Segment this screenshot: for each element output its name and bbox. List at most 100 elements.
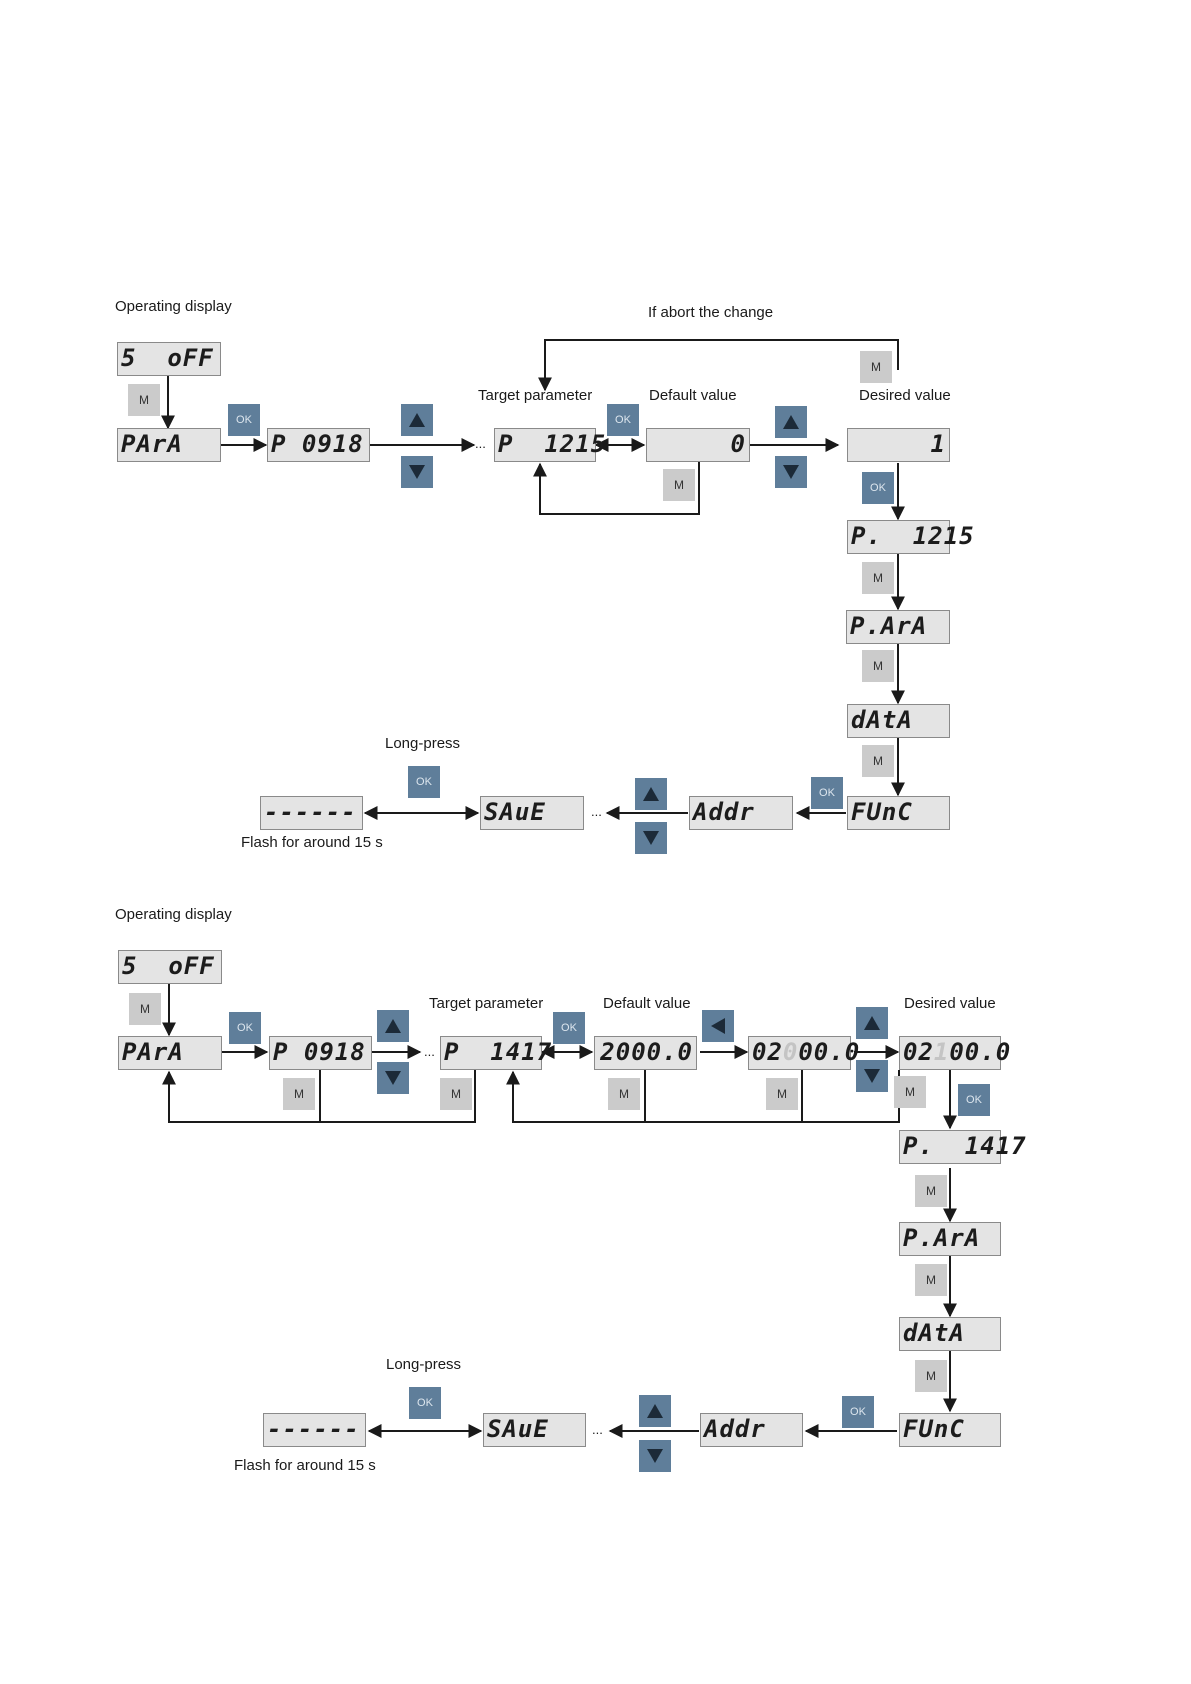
down-arrow-icon (385, 1071, 401, 1085)
display-p-dot-1215: P. 1215 (847, 520, 974, 554)
display-shifted-value: 02000.0 (748, 1036, 859, 1070)
display-digits-right: 00.0 (798, 1038, 861, 1066)
ok-key[interactable]: OK (958, 1084, 990, 1116)
m-key[interactable]: M (915, 1360, 947, 1392)
display-p0918: P 0918 (269, 1036, 372, 1070)
arrow2-return-target (506, 1070, 900, 1123)
ok-key[interactable]: OK (228, 404, 260, 436)
m-key-abort[interactable]: M (860, 351, 892, 383)
display-para: PArA (118, 1036, 222, 1070)
display-digits-left: 02 (903, 1038, 934, 1066)
m-key[interactable]: M (440, 1078, 472, 1110)
display-s-off: 5 oFF (117, 342, 221, 376)
display-func: FUnC (847, 796, 950, 830)
up-arrow-key[interactable] (639, 1395, 671, 1427)
up-arrow-key[interactable] (775, 406, 807, 438)
up-arrow-icon (647, 1404, 663, 1418)
down-arrow-key[interactable] (635, 822, 667, 854)
display-default-value: 0 (646, 428, 750, 462)
target-parameter-label: Target parameter (429, 995, 544, 1012)
abort-change-label: If abort the change (648, 304, 774, 321)
m-key[interactable]: M (862, 745, 894, 777)
left-arrow-key[interactable] (702, 1010, 734, 1042)
display-desired-value: 1 (847, 428, 950, 462)
display-s-off: 5 oFF (118, 950, 222, 984)
long-press-label: Long-press (386, 1356, 462, 1373)
ellipsis: ... (475, 436, 486, 451)
display-para: PArA (117, 428, 221, 462)
display-desired-value: 02100.0 (899, 1036, 1010, 1070)
m-key[interactable]: M (915, 1175, 947, 1207)
ok-key-long-press[interactable]: OK (409, 1387, 441, 1419)
m-key[interactable]: M (129, 993, 161, 1025)
up-arrow-icon (643, 787, 659, 801)
display-p-dot-ara: P.ArA (899, 1222, 1001, 1256)
display-addr: Addr (689, 796, 793, 830)
display-default-value: 2000.0 (594, 1036, 697, 1070)
m-key[interactable]: M (128, 384, 160, 416)
m-key[interactable]: M (283, 1078, 315, 1110)
down-arrow-icon (409, 465, 425, 479)
down-arrow-icon (647, 1449, 663, 1463)
display-save: SAuE (480, 796, 584, 830)
display-data: dAtA (847, 704, 950, 738)
ok-key[interactable]: OK (607, 404, 639, 436)
m-key[interactable]: M (766, 1078, 798, 1110)
operating-display-label: Operating display (115, 298, 232, 315)
ok-key[interactable]: OK (862, 472, 894, 504)
m-key[interactable]: M (915, 1264, 947, 1296)
desired-value-label: Desired value (859, 387, 951, 404)
m-key[interactable]: M (894, 1076, 926, 1108)
display-digits-right: 00.0 (949, 1038, 1012, 1066)
long-press-label: Long-press (385, 735, 461, 752)
up-arrow-key[interactable] (635, 778, 667, 810)
ok-key[interactable]: OK (229, 1012, 261, 1044)
down-arrow-key[interactable] (639, 1440, 671, 1472)
display-p0918: P 0918 (267, 428, 370, 462)
display-digit-cursor: 1 (933, 1038, 950, 1066)
desired-value-label: Desired value (904, 995, 996, 1012)
down-arrow-icon (783, 465, 799, 479)
display-p-dot-1417: P. 1417 (899, 1130, 1026, 1164)
flash-label: Flash for around 15 s (241, 834, 383, 851)
up-arrow-key[interactable] (377, 1010, 409, 1042)
down-arrow-icon (643, 831, 659, 845)
ellipsis: ... (592, 1422, 603, 1437)
display-digit-cursor: 0 (782, 1038, 799, 1066)
default-value-label: Default value (649, 387, 737, 404)
display-dashes: ------ (260, 796, 363, 830)
display-target-p1417: P 1417 (440, 1036, 551, 1070)
up-arrow-key[interactable] (856, 1007, 888, 1039)
display-target-p1215: P 1215 (494, 428, 605, 462)
target-parameter-label: Target parameter (478, 387, 593, 404)
display-data: dAtA (899, 1317, 1001, 1351)
down-arrow-key[interactable] (401, 456, 433, 488)
up-arrow-icon (864, 1016, 880, 1030)
ellipsis: ... (591, 804, 602, 819)
operating-display-label: Operating display (115, 906, 232, 923)
down-arrow-key[interactable] (377, 1062, 409, 1094)
m-key[interactable]: M (663, 469, 695, 501)
display-func: FUnC (899, 1413, 1001, 1447)
up-arrow-icon (385, 1019, 401, 1033)
m-key[interactable]: M (608, 1078, 640, 1110)
ok-key[interactable]: OK (553, 1012, 585, 1044)
ellipsis: ... (424, 1044, 435, 1059)
arrow2-return-para (162, 1070, 476, 1123)
display-dashes: ------ (263, 1413, 366, 1447)
down-arrow-key[interactable] (775, 456, 807, 488)
m-key[interactable]: M (862, 650, 894, 682)
arrow-abort (538, 339, 899, 392)
flash-label: Flash for around 15 s (234, 1457, 376, 1474)
down-arrow-icon (864, 1069, 880, 1083)
m-key[interactable]: M (862, 562, 894, 594)
ok-key-long-press[interactable]: OK (408, 766, 440, 798)
ok-key[interactable]: OK (842, 1396, 874, 1428)
display-p-dot-ara: P.ArA (846, 610, 950, 644)
display-digits-left: 02 (752, 1038, 783, 1066)
down-arrow-key[interactable] (856, 1060, 888, 1092)
display-save: SAuE (483, 1413, 586, 1447)
up-arrow-key[interactable] (401, 404, 433, 436)
ok-key[interactable]: OK (811, 777, 843, 809)
